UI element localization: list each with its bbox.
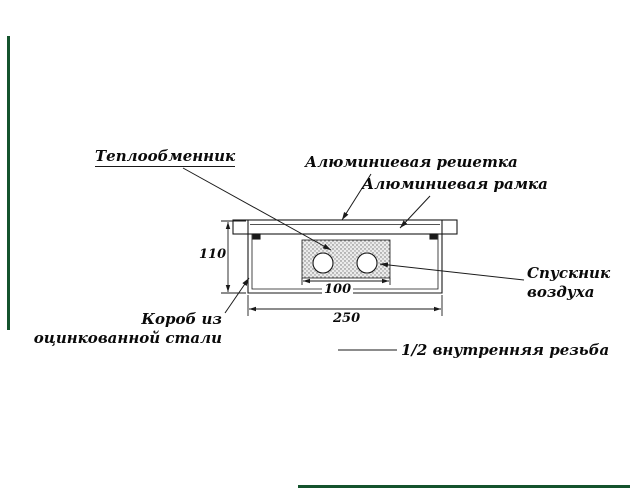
label-steel-box: Короб из оцинкованной стали [30,310,222,348]
left-border-accent [7,36,10,330]
pipe-circle-left [312,252,334,274]
leader-heat-exchanger [182,167,332,251]
label-air-vent-line2: воздуха [527,283,595,301]
dim-height-value: 110 [197,247,227,262]
dimension-width-100 [301,278,391,285]
leader-steel-box [224,277,250,314]
bottom-border-accent [298,485,630,488]
dimension-height-110 [221,220,246,294]
dim-total-width-value: 250 [331,311,363,326]
dimension-width-250 [247,295,443,316]
leader-air-vent [379,262,525,281]
label-air-vent-line1: Спускник [527,264,611,282]
label-aluminum-grille: Алюминиевая решетка [305,153,518,171]
label-air-vent: Спускник воздуха [527,264,610,302]
label-heat-exchanger: Теплообменник [95,147,236,167]
leader-aluminum-grille [341,173,372,221]
label-steel-box-line2: оцинкованной стали [33,329,222,347]
label-thread: 1/2 внутренняя резьба [401,341,610,359]
heat-exchanger-block [301,239,391,279]
dim-exchanger-width-value: 100 [322,282,354,297]
label-aluminum-frame: Алюминиевая рамка [362,175,548,193]
leader-aluminum-frame [399,195,431,229]
aluminum-grille-band [232,219,458,240]
label-steel-box-line1: Короб из [141,310,222,328]
pipe-circle-right [356,252,378,274]
